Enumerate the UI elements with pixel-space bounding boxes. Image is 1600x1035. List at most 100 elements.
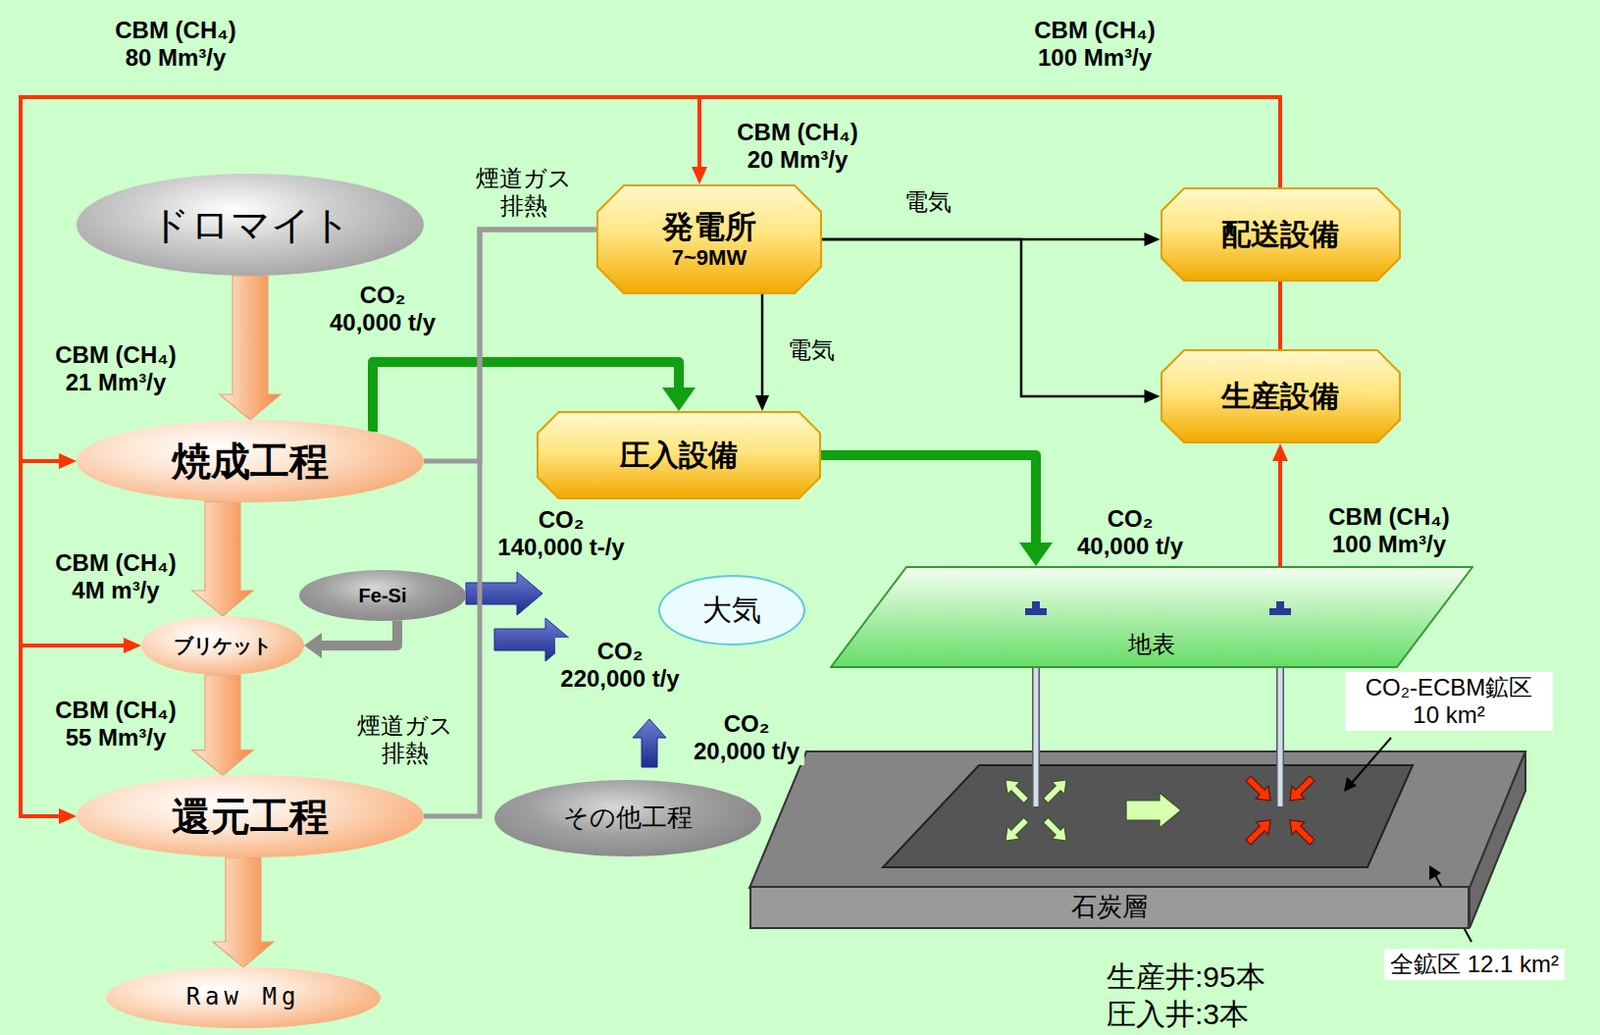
- injection-well-outline: [1032, 668, 1040, 807]
- flow-connector: [691, 97, 1281, 188]
- arrow-head: [1272, 443, 1289, 462]
- node-title: 圧入設備: [619, 438, 738, 473]
- block-arrow-connector: [192, 674, 254, 776]
- flow-connector: [304, 620, 398, 659]
- wellhead: [1276, 601, 1285, 610]
- flow-connector: [755, 294, 770, 412]
- connector-line: [822, 239, 1149, 397]
- leader-line: [1351, 737, 1392, 783]
- arrow-head: [58, 808, 77, 825]
- process-ellipse: その他工程: [494, 779, 762, 857]
- edge-label: CO₂ 40,000 t/y: [325, 281, 440, 336]
- shape-fill: [537, 412, 821, 499]
- node-title: 発電所: [662, 208, 757, 246]
- annotation-label: 全鉱区 12.1 km²: [1384, 948, 1565, 981]
- material-ellipse: Fe-Si: [299, 569, 466, 621]
- process-ellipse: 焼成工程: [76, 419, 424, 503]
- production-well-outline: [1276, 668, 1285, 807]
- flow-connector: [1272, 443, 1289, 567]
- block-arrow: [192, 674, 254, 776]
- injection-flow-arrow: [1042, 779, 1067, 804]
- node-title: 配送設備: [1221, 217, 1340, 253]
- annotation-label: CBM (CH₄) 100 Mm³/y: [1026, 16, 1164, 71]
- edge-label: CBM (CH₄) 21 Mm³/y: [47, 341, 185, 396]
- injection-flow-arrow: [1042, 817, 1067, 841]
- coal-seam-top: [749, 751, 1526, 888]
- connector-line: [761, 294, 765, 401]
- edge-label: CBM (CH₄) 55 Mm³/y: [47, 696, 185, 751]
- connector-line: [20, 97, 1281, 462]
- production-well: [1278, 668, 1284, 807]
- node-title: 地表: [1128, 630, 1176, 659]
- node-title: 大気: [702, 593, 762, 628]
- annotation-label: 煙道ガス 排熱: [469, 164, 578, 219]
- node-title: ドロマイト: [150, 202, 352, 248]
- production-flow-arrow: [1290, 820, 1315, 845]
- block-arrow: [219, 275, 281, 420]
- annotation-label: CO₂-ECBM鉱区 10 km²: [1344, 671, 1553, 730]
- leader-arrowhead: [1429, 865, 1442, 880]
- annotation-label: CO₂ 220,000 t/y: [555, 637, 685, 692]
- arrow-head: [58, 453, 77, 469]
- shape-fill: [1161, 350, 1400, 443]
- edge-label: CBM (CH₄) 100 Mm³/y: [1320, 503, 1458, 558]
- edge-label: CBM (CH₄) 4M m³/y: [47, 549, 185, 604]
- node-title: 生産設備: [1221, 379, 1340, 414]
- arrow-head: [662, 387, 696, 412]
- facility-octagon: 配送設備: [1160, 187, 1401, 282]
- arrow-head: [1144, 389, 1161, 404]
- flow-connector: [20, 97, 1281, 825]
- seam-flow-arrow: [1126, 792, 1182, 828]
- ecbm-area: [882, 765, 1413, 868]
- annotation-label: CO₂ 140,000 t-/y: [492, 506, 630, 561]
- node-title: 還元工程: [171, 793, 329, 839]
- annotation-label: CBM (CH₄) 80 Mm³/y: [106, 16, 245, 71]
- connector-line: [1278, 281, 1283, 350]
- connector-line: [20, 97, 1281, 646]
- node-title: Raw Mg: [186, 983, 302, 1012]
- block-arrow-connector: [219, 275, 281, 420]
- coal-seam-front: 石炭層: [749, 885, 1470, 930]
- edge-label: 電気: [787, 336, 835, 364]
- arrow-head: [755, 395, 770, 412]
- material-ellipse: ドロマイト: [76, 173, 424, 276]
- flow-connector: [1280, 281, 1282, 350]
- injection-flow-arrow: [1005, 817, 1030, 841]
- facility-octagon: 発電所7~9MW: [596, 184, 823, 295]
- node-subtitle: 7~9MW: [662, 245, 757, 270]
- injection-well: [1033, 668, 1039, 807]
- flow-connector: [821, 455, 1053, 567]
- connector-line: [316, 620, 398, 646]
- product-ellipse: Raw Mg: [105, 967, 381, 1029]
- shape-fill: [1161, 188, 1400, 281]
- annotation-label: CO₂ 20,000 t/y: [688, 710, 805, 765]
- block-arrow-connector: [192, 501, 254, 617]
- production-flow-arrow: [1290, 775, 1315, 801]
- wellhead: [1269, 608, 1291, 616]
- annotation-label: 圧入井:3本: [1106, 997, 1249, 1033]
- edge-label: 電気: [904, 188, 952, 216]
- connector-line: [821, 455, 1036, 550]
- node-title: 石炭層: [1071, 892, 1148, 923]
- shape-fill: [830, 567, 1473, 668]
- arrow-head: [1144, 232, 1161, 247]
- arrow-head: [691, 166, 708, 185]
- connector-line: [1278, 456, 1283, 567]
- annotation-label: 煙道ガス 排熱: [351, 712, 460, 767]
- node-title: 焼成工程: [171, 438, 329, 484]
- atmosphere-ellipse: 大気: [658, 574, 806, 646]
- seam-flow-arrows: [1005, 775, 1315, 845]
- node-title: その他工程: [563, 803, 693, 833]
- edge-label: CO₂ 40,000 t/y: [1073, 505, 1188, 560]
- node-title: ブリケット: [173, 634, 272, 658]
- ground-surface-plane: 地表: [829, 566, 1474, 669]
- wellhead: [1032, 601, 1040, 610]
- facility-octagon: 圧入設備: [536, 411, 822, 500]
- block-arrow: [192, 501, 254, 617]
- leader-arrowhead: [1343, 776, 1357, 792]
- production-flow-arrow: [1245, 775, 1271, 801]
- node-title: Fe-Si: [359, 584, 408, 608]
- injection-flow-arrow: [1005, 779, 1030, 804]
- arrow-head: [304, 632, 322, 659]
